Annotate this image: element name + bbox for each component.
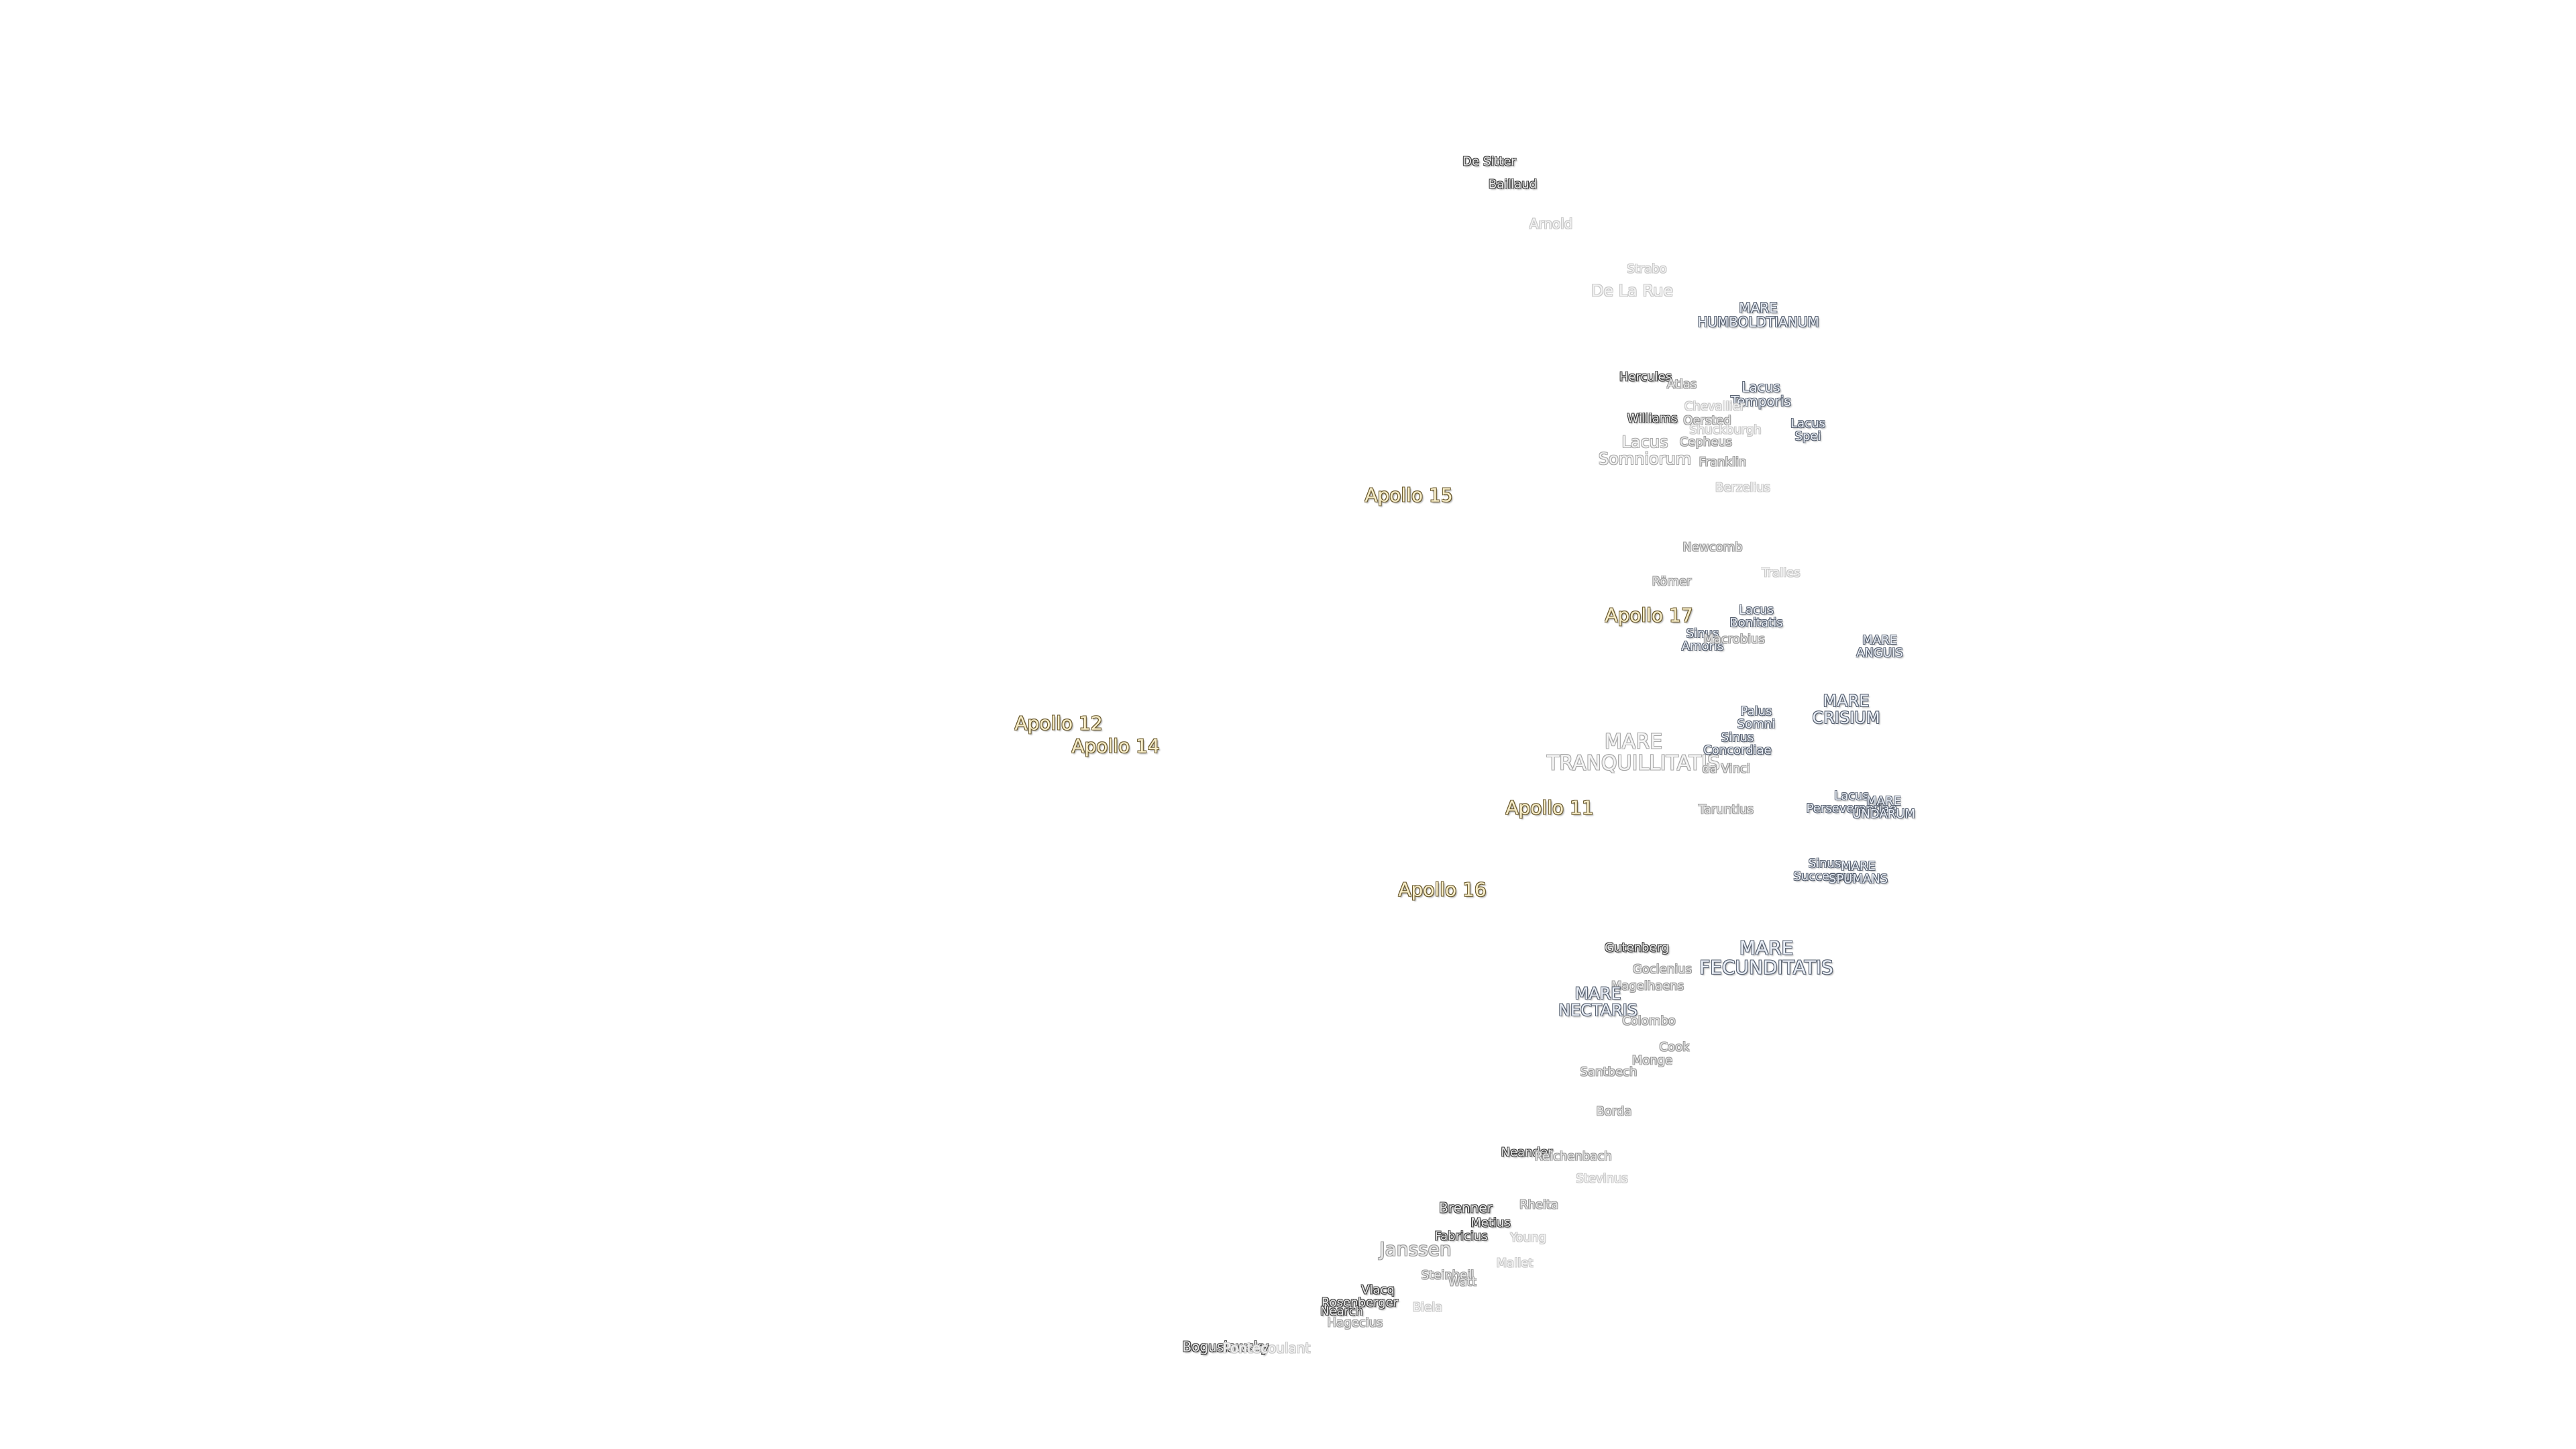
label-colombo: Colombo bbox=[1622, 1014, 1676, 1028]
label-taruntius: Taruntius bbox=[1698, 802, 1754, 817]
label-nearch: Nearch bbox=[1320, 1304, 1363, 1319]
label-sinus-concordiae: Sinus Concordiae bbox=[1703, 731, 1772, 757]
label-tralles: Tralles bbox=[1762, 566, 1801, 580]
label-mare-fecunditatis: MARE FECUNDITATIS bbox=[1699, 936, 1833, 979]
label-hagecius: Hagecius bbox=[1327, 1316, 1383, 1330]
label-mare-anguis: MARE ANGUIS bbox=[1856, 633, 1903, 660]
label-janssen: Janssen bbox=[1379, 1238, 1452, 1260]
label-monge: Monge bbox=[1631, 1053, 1673, 1068]
label-macrobius: Macrobius bbox=[1703, 632, 1765, 647]
label-steinheil: Steinheil bbox=[1421, 1268, 1474, 1283]
label-lacus-perseverantiae: Lacus Perseverantiae bbox=[1806, 789, 1897, 816]
label-goclenius: Goclenius bbox=[1632, 962, 1693, 977]
label-lacus-bonitatis: Lacus Bonitatis bbox=[1729, 603, 1783, 630]
label-neander: Neander bbox=[1501, 1145, 1553, 1160]
label-baillaud: Baillaud bbox=[1488, 177, 1538, 192]
label-franklin: Franklin bbox=[1699, 455, 1747, 470]
label-metius: Metius bbox=[1470, 1216, 1511, 1230]
label-brenner: Brenner bbox=[1439, 1199, 1493, 1216]
label-apollo-12: Apollo 12 bbox=[1014, 712, 1103, 735]
label-vlacq: Vlacq bbox=[1361, 1283, 1395, 1297]
label-da-vinci: da Vinci bbox=[1702, 761, 1750, 776]
label-palus-somni: Palus Somni bbox=[1737, 704, 1776, 731]
label-berzelius: Berzelius bbox=[1715, 480, 1771, 495]
label-mallet: Mallet bbox=[1496, 1256, 1534, 1271]
label-sinus-successus: Sinus Successus bbox=[1793, 857, 1856, 883]
label-williams: Williams bbox=[1627, 411, 1678, 426]
label-mare-nectaris: MARE NECTARIS bbox=[1558, 983, 1638, 1020]
label-chevallier: Chevallier bbox=[1684, 399, 1746, 414]
label-watt: Watt bbox=[1448, 1275, 1477, 1289]
label-stevinus: Stevinus bbox=[1576, 1171, 1628, 1186]
label-rheita: Rheita bbox=[1519, 1197, 1559, 1212]
label-apollo-16: Apollo 16 bbox=[1398, 878, 1487, 901]
label-reichenbach: Reichenbach bbox=[1534, 1149, 1612, 1164]
label-biela: Biela bbox=[1412, 1300, 1443, 1315]
label-mare-humboldtianum: MARE HUMBOLDTIANUM bbox=[1697, 300, 1819, 330]
label-gutenberg: Gutenberg bbox=[1605, 941, 1669, 955]
label-sinus-amoris: Sinus Amoris bbox=[1681, 627, 1724, 653]
label-apollo-15: Apollo 15 bbox=[1364, 484, 1453, 506]
label-borda: Borda bbox=[1596, 1104, 1632, 1119]
label-de-sitter: De Sitter bbox=[1462, 154, 1516, 169]
label-atlas: Atlas bbox=[1666, 377, 1697, 392]
label-mare-crisium: MARE CRISIUM bbox=[1812, 691, 1880, 727]
label-lacus-temporis: Lacus Temporis bbox=[1731, 379, 1791, 409]
label-mare-spumans: MARE SPUMANS bbox=[1828, 859, 1888, 886]
label-lacus-somniorum: Lacus Somniorum bbox=[1598, 432, 1692, 468]
label-rosenberger: Rosenberger bbox=[1321, 1295, 1399, 1310]
label-romer: Römer bbox=[1652, 574, 1692, 589]
label-santbech: Santbech bbox=[1580, 1065, 1638, 1079]
label-fabricius: Fabricius bbox=[1434, 1229, 1488, 1244]
label-arnold: Arnold bbox=[1529, 215, 1573, 232]
label-apollo-14: Apollo 14 bbox=[1071, 735, 1160, 757]
label-mare-undarum: MARE UNDARUM bbox=[1852, 794, 1915, 821]
label-hercules: Hercules bbox=[1619, 370, 1672, 384]
label-cepheus: Cepheus bbox=[1679, 435, 1733, 449]
label-cook: Cook bbox=[1659, 1040, 1690, 1055]
label-strabo: Strabo bbox=[1627, 262, 1667, 276]
label-young: Young bbox=[1510, 1230, 1546, 1245]
label-apollo-11: Apollo 11 bbox=[1505, 796, 1594, 819]
label-apollo-17: Apollo 17 bbox=[1605, 604, 1693, 627]
label-magelhaens: Magelhaens bbox=[1611, 979, 1684, 994]
label-lacus-spei: Lacus Spei bbox=[1790, 417, 1825, 443]
label-pontecoulant: Pontecoulant bbox=[1222, 1340, 1311, 1356]
label-shuckburgh: Shuckburgh bbox=[1689, 423, 1762, 437]
label-de-la-rue: De La Rue bbox=[1591, 281, 1674, 301]
label-boguslawsky: Boguslawsky bbox=[1182, 1338, 1269, 1355]
label-oersted: Oersted bbox=[1683, 413, 1731, 428]
label-mare-tranquillitatis: MARE TRANQUILLITATIS bbox=[1546, 730, 1721, 775]
label-newcomb: Newcomb bbox=[1682, 540, 1743, 555]
